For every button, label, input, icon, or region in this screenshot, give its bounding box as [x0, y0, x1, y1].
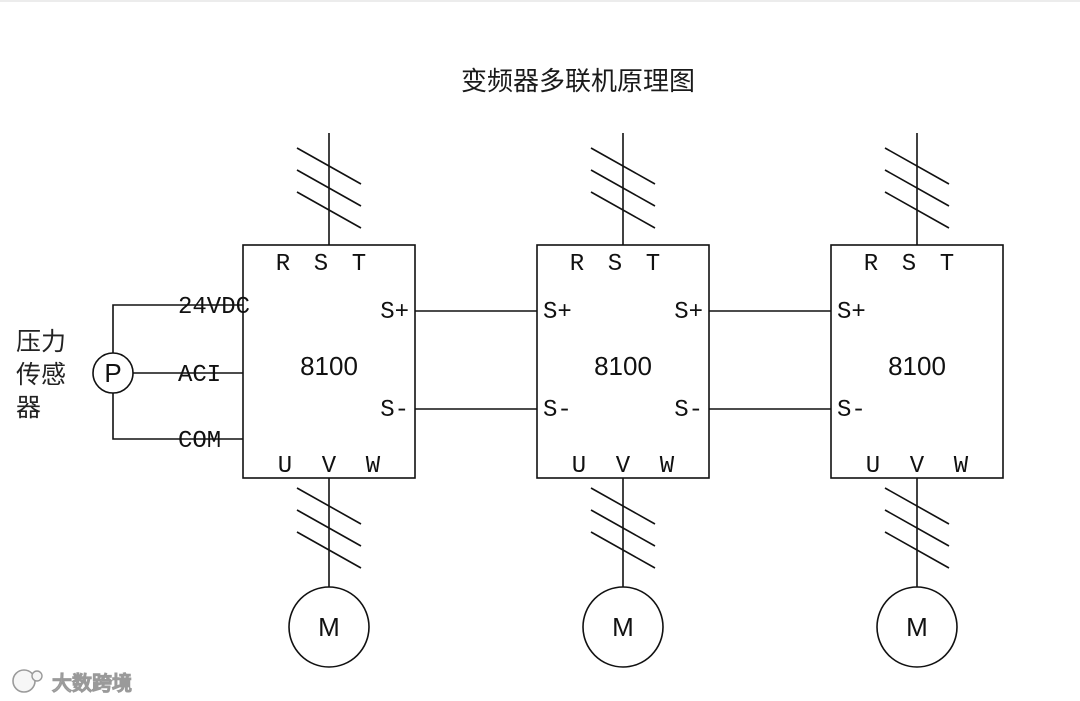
drive-1-motor-label: M [318, 612, 340, 642]
drive-2-bus-right-sminus: S- [674, 397, 703, 424]
drive-3-input-t: T [940, 251, 954, 278]
drive-1-bus-right-splus: S+ [380, 299, 409, 326]
drive-3-motor-circle [876, 586, 958, 668]
drive-1-model: 8100 [300, 351, 358, 381]
drive-2-model: 8100 [594, 351, 652, 381]
drive-1-output-u: U [278, 453, 292, 480]
drive-2-motor-circle [582, 586, 664, 668]
drive-2-output-v: V [616, 453, 631, 480]
drive-3-motor-hatch-1 [884, 487, 950, 525]
drive-2-bus-right-splus: S+ [674, 299, 703, 326]
drive-2-output-u: U [572, 453, 586, 480]
drive-3-supply-hatch-2 [884, 169, 950, 207]
pressure-sensor-letter: P [104, 358, 121, 388]
drive-2-motor-hatch-2 [590, 509, 656, 547]
drive-2-supply-hatch-3 [590, 191, 656, 229]
sensor-label-line-3: 器 [16, 393, 41, 422]
drive-3-motor-label: M [906, 612, 928, 642]
terminal-com: COM [178, 428, 221, 455]
drive-3-input-r: R [864, 251, 878, 278]
drive-3-output-w: W [954, 453, 969, 480]
drive-1-supply-hatch-2 [296, 169, 362, 207]
drive-1-supply-hatch-1 [296, 147, 362, 185]
drive-2-input-t: T [646, 251, 660, 278]
drive-3-supply-hatch-3 [884, 191, 950, 229]
weibo-like-logo-icon [12, 669, 43, 693]
drive-3-input-s: S [902, 251, 916, 278]
drive-3-motor-hatch-2 [884, 509, 950, 547]
drive-2-motor-hatch-3 [590, 531, 656, 569]
drive-1-motor-hatch-2 [296, 509, 362, 547]
drive-3-output-u: U [866, 453, 880, 480]
drive-3-motor-hatch-3 [884, 531, 950, 569]
drive-1-input-r: R [276, 251, 290, 278]
drive-1-motor-hatch-3 [296, 531, 362, 569]
diagram-title: 变频器多联机原理图 [461, 67, 695, 97]
drive-1-motor-hatch-1 [296, 487, 362, 525]
drive-2-output-w: W [660, 453, 675, 480]
terminal-24vdc: 24VDC [178, 294, 250, 321]
drive-3-model: 8100 [888, 351, 946, 381]
drive-1-motor-circle [288, 586, 370, 668]
drive-1-supply-hatch-3 [296, 191, 362, 229]
drive-3-bus-left-splus: S+ [837, 299, 866, 326]
watermark-text: 大数跨境 [52, 671, 132, 695]
drive-2-bus-left-sminus: S- [543, 397, 572, 424]
sensor-label-line-2: 传感 [16, 360, 66, 389]
drive-1-input-t: T [352, 251, 366, 278]
pressure-sensor-symbol: P [92, 352, 134, 394]
drive-1-output-w: W [366, 453, 381, 480]
drive-1-bus-right-sminus: S- [380, 397, 409, 424]
drive-3-output-v: V [910, 453, 925, 480]
drive-1-input-s: S [314, 251, 328, 278]
sensor-label-line-1: 压力 [16, 327, 66, 356]
drive-2-bus-left-splus: S+ [543, 299, 572, 326]
drive-2-input-r: R [570, 251, 584, 278]
drive-2-motor-label: M [612, 612, 634, 642]
watermark: 大数跨境 [12, 669, 132, 695]
drive-3-bus-left-sminus: S- [837, 397, 866, 424]
drive-2-motor-hatch-1 [590, 487, 656, 525]
drive-1-output-v: V [322, 453, 337, 480]
drive-2-supply-hatch-2 [590, 169, 656, 207]
drive-3-supply-hatch-1 [884, 147, 950, 185]
terminal-aci: ACI [178, 362, 221, 389]
drive-2-input-s: S [608, 251, 622, 278]
sensor-wiring [112, 304, 243, 440]
drive-2-supply-hatch-1 [590, 147, 656, 185]
